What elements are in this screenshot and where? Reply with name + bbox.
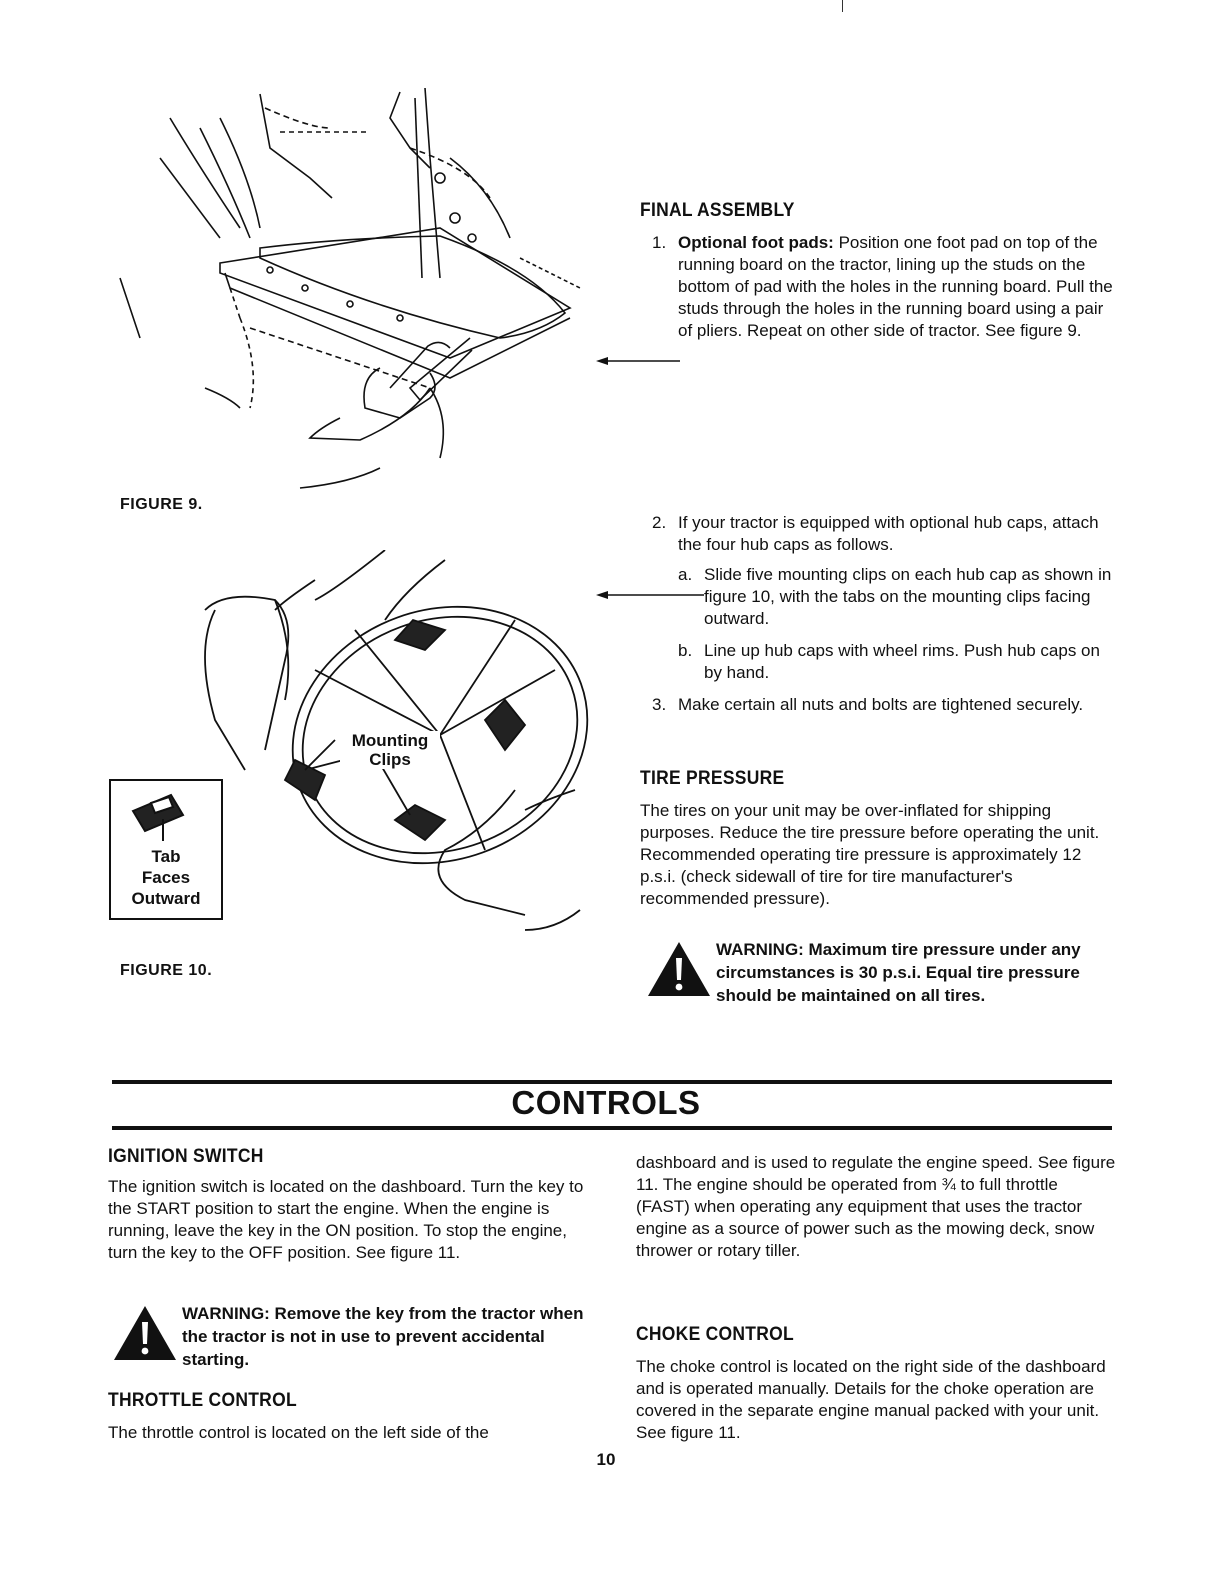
controls-rule-bottom xyxy=(112,1126,1112,1130)
item-2a-text: Slide five mounting clips on each hub ca… xyxy=(704,565,1112,628)
item-3-number: 3. xyxy=(652,695,667,714)
warning-icon xyxy=(648,942,710,996)
tab-faces-outward-inset: Tab Faces Outward xyxy=(109,779,223,920)
throttle-text-part-2: dashboard and is used to regulate the en… xyxy=(636,1153,1116,1260)
tire-warning-text: WARNING: Maximum tire pressure under any… xyxy=(716,940,1081,1005)
figure-10-label: FIGURE 10. xyxy=(120,962,213,979)
final-assembly-item-2: 2. If your tractor is equipped with opti… xyxy=(652,512,1120,716)
item-1-bold: Optional foot pads: xyxy=(678,233,834,252)
callout-mounting-word: Mounting xyxy=(351,731,429,750)
throttle-control-heading: THROTTLE CONTROL xyxy=(108,1390,297,1411)
warning-icon xyxy=(114,1306,176,1360)
mounting-clips-callout: Mounting Clips xyxy=(340,731,440,769)
item-3-text: Make certain all nuts and bolts are tigh… xyxy=(678,695,1084,714)
item-1-body: Optional foot pads: Position one foot pa… xyxy=(678,232,1120,342)
choke-control-heading: CHOKE CONTROL xyxy=(636,1324,794,1345)
clip-tab-icon xyxy=(131,793,185,843)
figure-10-illustration xyxy=(204,550,589,931)
item-1-number: 1. xyxy=(652,233,667,252)
ignition-warning-text: WARNING: Remove the key from the tractor… xyxy=(182,1304,584,1369)
choke-control-text: The choke control is located on the righ… xyxy=(636,1357,1106,1442)
item-2-number: 2. xyxy=(652,513,667,532)
inset-faces: Faces xyxy=(141,868,191,887)
callout-clips-word: Clips xyxy=(369,750,411,769)
inset-outward: Outward xyxy=(131,889,201,908)
item-2-text: If your tractor is equipped with optiona… xyxy=(678,513,1099,554)
tire-pressure-heading: TIRE PRESSURE xyxy=(640,768,785,789)
item-1-text: Position one foot pad on top of the runn… xyxy=(678,233,1113,340)
item-2b-text: Line up hub caps with wheel rims. Push h… xyxy=(704,641,1100,682)
arrow-to-figure-10 xyxy=(596,591,704,599)
ignition-switch-text: The ignition switch is located on the da… xyxy=(108,1177,584,1262)
page-number: 10 xyxy=(596,1450,616,1469)
scan-mark xyxy=(842,0,843,12)
arrow-to-figure-9 xyxy=(596,357,680,365)
item-2b-letter: b. xyxy=(678,641,693,660)
throttle-text-part-1: The throttle control is located on the l… xyxy=(108,1423,489,1442)
controls-rule-top xyxy=(112,1080,1112,1084)
final-assembly-item-1: 1. Optional foot pads: Position one foot… xyxy=(652,232,1120,342)
figure-9-illustration xyxy=(119,88,581,489)
ignition-warning: WARNING: Remove the key from the tractor… xyxy=(112,1302,588,1371)
inset-tab: Tab xyxy=(151,847,181,866)
final-assembly-heading: FINAL ASSEMBLY xyxy=(640,200,795,221)
ignition-switch-heading: IGNITION SWITCH xyxy=(108,1146,264,1167)
item-2a-letter: a. xyxy=(678,565,693,584)
controls-title: CONTROLS xyxy=(503,1084,709,1121)
tire-pressure-text: The tires on your unit may be over-infla… xyxy=(640,801,1100,908)
tire-pressure-warning: WARNING: Maximum tire pressure under any… xyxy=(646,938,1118,1007)
controls-title-wrap: CONTROLS xyxy=(0,1084,1212,1122)
figure-9-label: FIGURE 9. xyxy=(120,496,203,513)
